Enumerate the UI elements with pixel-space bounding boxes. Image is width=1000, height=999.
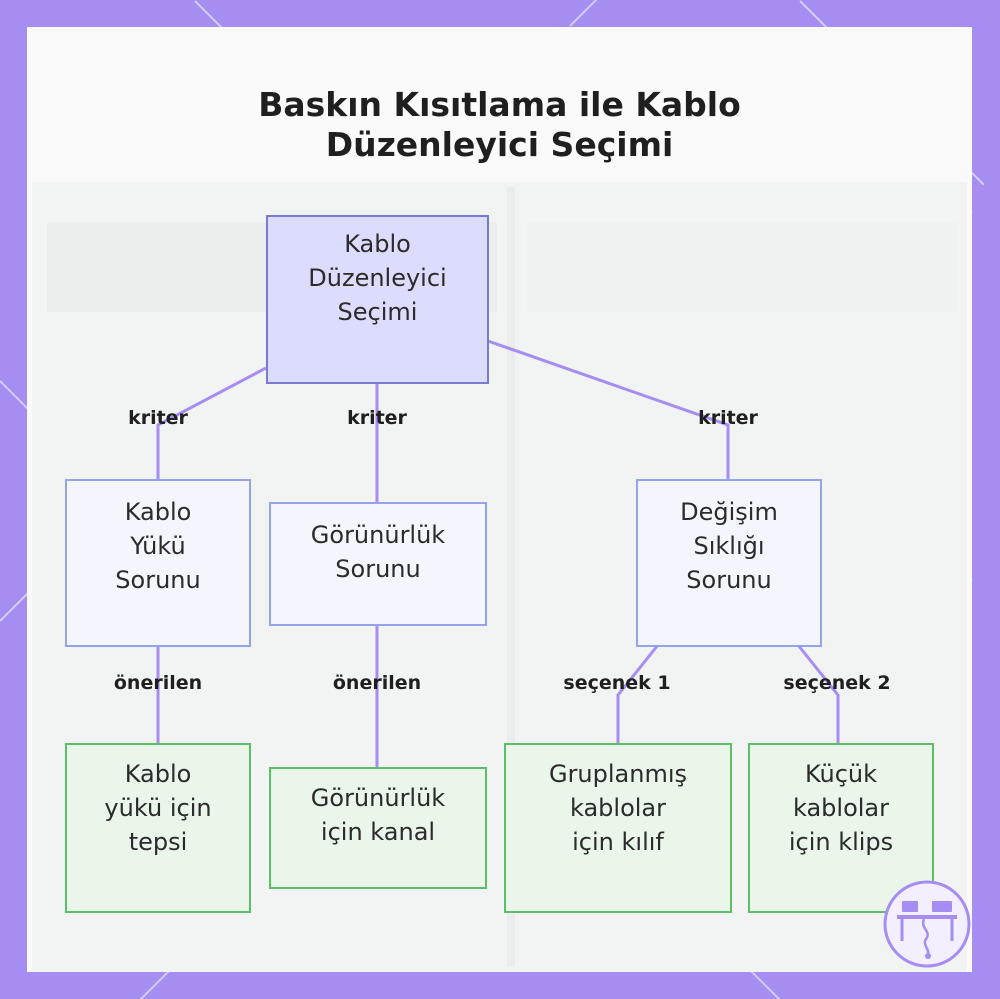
frame-decoration xyxy=(569,0,755,27)
edge-label-criterion: kriter xyxy=(128,407,188,429)
background-photo xyxy=(527,222,957,312)
node-clips: Küçük kablolar için klips xyxy=(748,743,934,913)
edges xyxy=(156,339,840,767)
desk-cable-icon xyxy=(883,880,971,968)
edge-label-recommended: önerilen xyxy=(113,672,203,694)
node-tray: Kablo yükü için tepsi xyxy=(65,743,251,913)
edge-label-option-1: seçenek 1 xyxy=(563,672,671,694)
node-channel: Görünürlük için kanal xyxy=(269,767,487,889)
node-visibility: Görünürlük Sorunu xyxy=(269,502,487,626)
edge-frequency-clips xyxy=(796,644,840,743)
node-cable-load: Kablo Yükü Sorunu xyxy=(65,479,251,647)
edge-label-criterion: kriter xyxy=(698,407,758,429)
edge-root-frequency xyxy=(487,339,730,479)
node-change-frequency: Değişim Sıklığı Sorunu xyxy=(636,479,822,647)
node-sleeve: Gruplanmış kablolar için kılıf xyxy=(504,743,732,913)
edge-root-load xyxy=(156,366,267,479)
diagram-panel: Baskın Kısıtlama ile Kablo Düzenleyici S… xyxy=(27,27,972,972)
edge-label-option-2: seçenek 2 xyxy=(783,672,891,694)
edge-label-recommended: önerilen xyxy=(332,672,422,694)
diagram-title: Baskın Kısıtlama ile Kablo Düzenleyici S… xyxy=(258,85,741,164)
edge-label-criterion: kriter xyxy=(347,407,407,429)
edge-frequency-sleeve xyxy=(616,644,660,743)
background-photo xyxy=(507,187,515,967)
node-root: Kablo Düzenleyici Seçimi xyxy=(266,215,489,384)
